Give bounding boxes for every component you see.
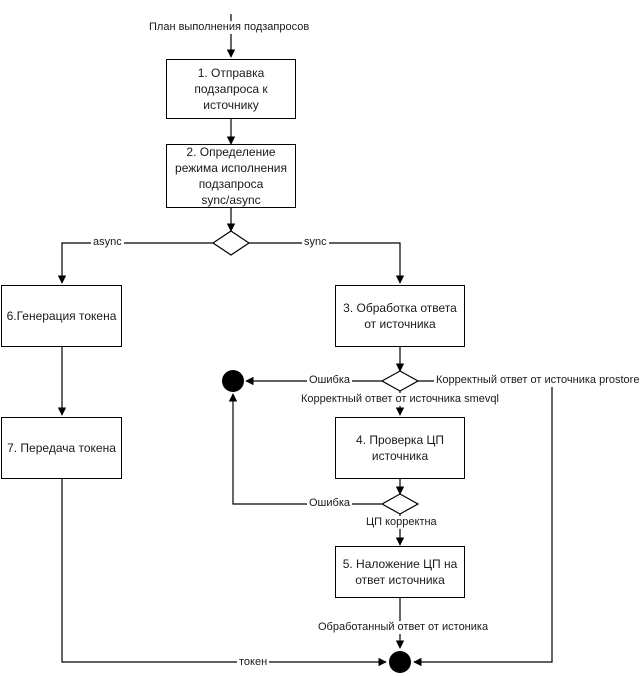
edge-label-error-2: Ошибка (307, 497, 352, 510)
edge-d1-async-to-n6 (57, 242, 213, 284)
edge-d1-sync-to-n3 (249, 242, 405, 284)
edge-label-correct-prostore: Корректный ответ от источника prostore (434, 374, 642, 387)
edge-label-async: async (91, 236, 124, 249)
edge-label-cp-correct: ЦП корректна (364, 516, 439, 529)
node-5-apply-signature[interactable]: 5. Наложение ЦП на ответ источника (335, 546, 465, 598)
edge-label-correct-smevql: Корректный ответ от источника smevql (299, 393, 501, 406)
decision-node-2 (380, 370, 420, 392)
node-2-determine-mode[interactable]: 2. Определение режима исполнения подзапр… (166, 144, 296, 208)
decision-node-1 (211, 230, 251, 256)
decision-node-3 (380, 493, 420, 515)
edge-label-processed-answer: Обработанный ответ от истоника (316, 621, 491, 634)
end-node-final (389, 651, 411, 673)
edge-n7-token-to-e2 (61, 479, 387, 667)
page-title: План выполнения подзапросов (147, 21, 312, 34)
node-6-generate-token[interactable]: 6.Генерация токена (1, 285, 122, 347)
node-3-process-response[interactable]: 3. Обработка ответа от источника (335, 285, 465, 347)
edge-label-sync: sync (302, 236, 329, 249)
edge-label-token: токен (237, 656, 270, 669)
node-4-check-signature[interactable]: 4. Проверка ЦП источника (335, 417, 465, 479)
end-node-error (222, 370, 244, 392)
node-7-transfer-token[interactable]: 7. Передача токена (1, 417, 122, 479)
edge-label-error-1: Ошибка (307, 374, 352, 387)
node-1-send-subquery[interactable]: 1. Отправка подзапроса к источнику (166, 59, 296, 119)
